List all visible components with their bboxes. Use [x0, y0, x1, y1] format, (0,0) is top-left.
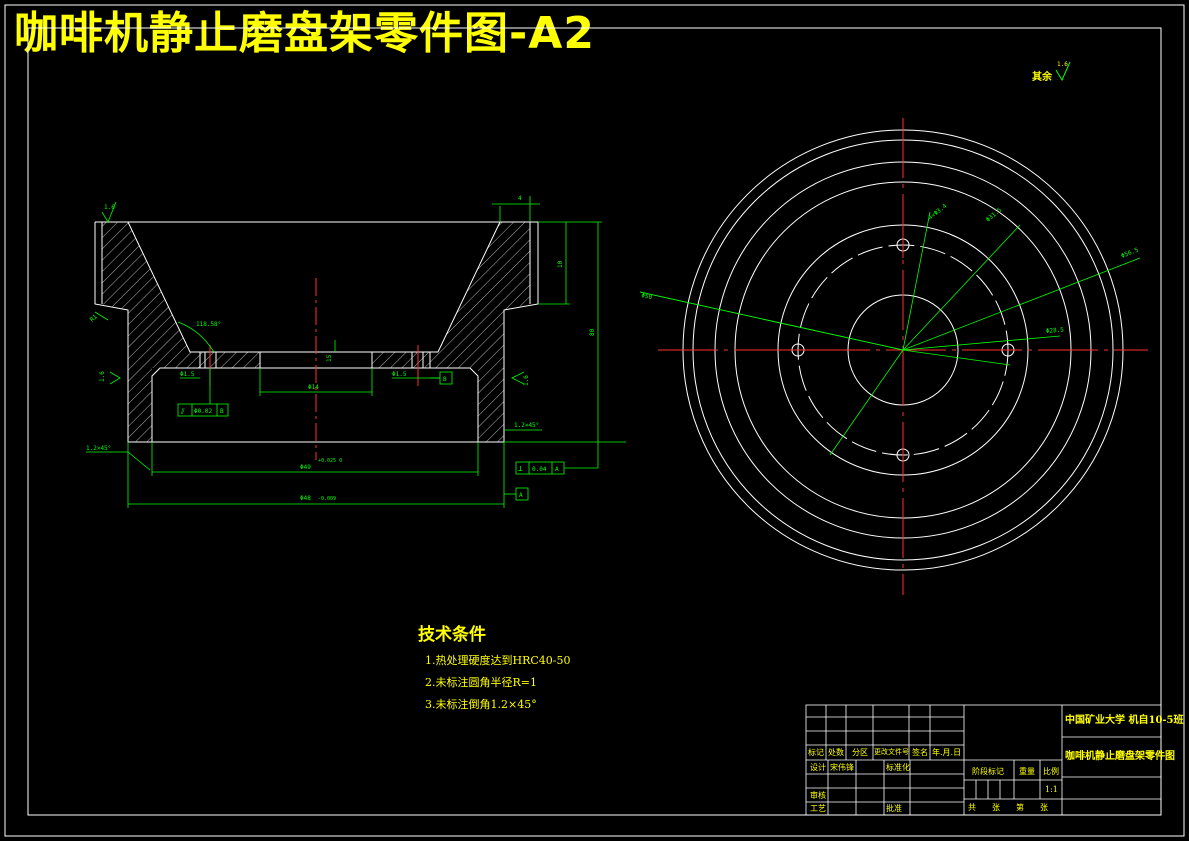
dim-d5-right: Φ1.5: [392, 371, 407, 378]
other-roughness-symbol: 1.6: [1055, 61, 1071, 82]
title-block: [805, 704, 1162, 816]
dim-outer-diameter: Φ48: [300, 495, 311, 502]
school-name: 中国矿业大学 机自10-5班: [1065, 715, 1184, 726]
dim-ra-left: 1.6: [99, 371, 106, 382]
tech-req-heading: 技术条件: [418, 625, 486, 645]
dim-angle: 118.58°: [196, 321, 221, 328]
plan-leaders: [639, 211, 1141, 456]
section-dimensions: [86, 196, 626, 508]
dim-inner-diameter: Φ49: [300, 464, 311, 471]
tb-designer: 宋伟锋: [830, 763, 854, 772]
dim-height-total: 80: [589, 328, 596, 336]
inner-border: [27, 27, 1162, 816]
chamfer-right: 1.2×45°: [514, 422, 539, 429]
perp-value: 0.04: [532, 466, 547, 473]
dim-d14: Φ14: [308, 384, 319, 391]
dim-d5-left: Φ1.5: [180, 371, 195, 378]
flatness-icon: ⫽: [180, 407, 185, 416]
tech-req-item: 1.热处理硬度达到HRC40-50: [425, 654, 571, 667]
plan-centerlines: [658, 118, 1148, 595]
hatch-floor-left: [200, 352, 260, 368]
dim-gap: 4: [518, 195, 522, 202]
plan-dim-d3: Φ50: [641, 292, 653, 301]
perp-ref: A: [555, 466, 559, 473]
hatch-floor-right: [372, 352, 430, 368]
tb-sheets: 共 张 第 张: [968, 803, 1052, 812]
other-roughness-label: 其余: [1032, 72, 1052, 83]
hatch-right-wall: [430, 222, 530, 442]
dim-ra-right: 1.6: [523, 375, 530, 386]
tb-approve: 批准: [886, 804, 902, 813]
tb-label-date: 年.月.日: [932, 748, 962, 757]
tech-req-item: 3.未标注倒角1.2×45°: [425, 698, 537, 711]
section-centerlines: [209, 278, 419, 460]
hatch-left-wall: [102, 222, 200, 442]
tb-scale: 比例: [1043, 767, 1059, 776]
tech-req-item: 2.未标注圆角半径R=1: [425, 676, 537, 689]
plan-dim-holes: 4×Φ3.4: [927, 202, 949, 221]
tb-process: 工艺: [810, 804, 826, 813]
chamfer-left: 1.2×45°: [86, 445, 111, 452]
tb-label-sign: 签名: [912, 748, 928, 757]
perpendicular-icon: ⊥: [518, 464, 523, 473]
dim-r1: R1: [89, 313, 99, 323]
tb-label-count: 处数: [828, 748, 844, 757]
tb-scale-value: 1:1: [1045, 785, 1058, 794]
tb-stage-mark: 阶段标记: [972, 767, 1004, 776]
flatness-value: Φ0.02: [194, 408, 212, 415]
dim-height-small: 10: [557, 260, 564, 268]
plan-dim-d4: Φ28.5: [1046, 326, 1065, 335]
dim-ra-top: 1.6: [104, 204, 115, 211]
tb-label-mark: 标记: [808, 748, 824, 757]
dim-inner-tol: +0.025 0: [318, 458, 342, 464]
tb-label-zone: 分区: [852, 748, 868, 757]
outer-border: [4, 4, 1185, 837]
datum-b-label: B: [443, 376, 447, 383]
tb-standardize: 标准化: [886, 763, 910, 772]
part-name: 咖啡机静止磨盘架零件图: [1065, 751, 1175, 762]
datum-a-label: A: [519, 492, 523, 499]
tb-review: 审核: [810, 791, 826, 800]
drawing-title: 咖啡机静止磨盘架零件图-A2: [14, 8, 595, 59]
tb-design: 设计: [810, 763, 826, 772]
dim-step: 15: [326, 354, 333, 362]
svg-text:1.6: 1.6: [1057, 61, 1068, 68]
tb-label-change: 更改文件号: [874, 748, 909, 756]
plan-dim-d2: Φ56.5: [1120, 246, 1140, 259]
dim-outer-tol: -0.009: [318, 496, 336, 502]
tb-weight: 重量: [1019, 767, 1035, 776]
flatness-ref: B: [220, 408, 224, 415]
